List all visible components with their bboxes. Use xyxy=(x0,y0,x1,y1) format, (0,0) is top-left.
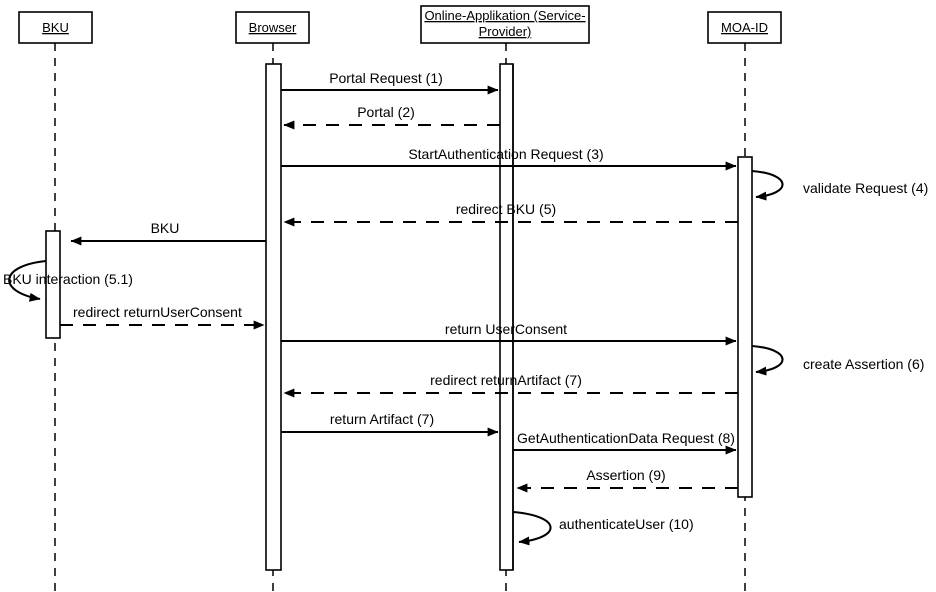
message-label-return-artifact: return Artifact (7) xyxy=(330,411,434,427)
participant-header-browser[interactable]: Browser xyxy=(235,11,310,44)
participant-label-online-applikation-line2: Provider) xyxy=(479,24,532,39)
message-bku-interaction[interactable]: BKU interaction (5.1) xyxy=(3,259,133,302)
message-portal[interactable]: Portal (2) xyxy=(283,104,500,130)
message-label-validate-request: validate Request (4) xyxy=(803,180,928,196)
participant-box-moaid[interactable] xyxy=(707,11,782,44)
activation-bar-bku xyxy=(45,230,61,339)
message-redirect-bku[interactable]: redirect BKU (5) xyxy=(283,201,738,227)
message-return-userconsent[interactable]: return UserConsent xyxy=(281,321,737,346)
message-selfloop-authenticateuser[interactable] xyxy=(512,510,552,546)
message-label-create-assertion: create Assertion (6) xyxy=(803,356,924,372)
message-label-assertion: Assertion (9) xyxy=(586,467,665,483)
participant-box-bku[interactable] xyxy=(18,11,93,44)
message-label-bku-interaction: BKU interaction (5.1) xyxy=(3,271,133,287)
message-label-return-userconsent: return UserConsent xyxy=(445,321,567,337)
participant-header-online-applikation[interactable]: Online-Applikation (Service- Provider) xyxy=(420,5,590,44)
participant-header-bku[interactable]: BKU xyxy=(18,11,93,44)
message-startauthentication-request[interactable]: StartAuthentication Request (3) xyxy=(281,146,737,171)
message-selfloop-create-assertion[interactable] xyxy=(751,344,784,376)
message-label-startauthentication-request: StartAuthentication Request (3) xyxy=(408,146,603,162)
message-portal-request[interactable]: Portal Request (1) xyxy=(281,70,499,95)
message-label-authenticateuser: authenticateUser (10) xyxy=(559,516,694,532)
participant-box-online-applikation[interactable] xyxy=(420,5,590,44)
message-validate-request[interactable]: validate Request (4) xyxy=(751,169,928,201)
participant-label-moaid: MOA-ID xyxy=(721,20,768,35)
message-redirect-returnartifact[interactable]: redirect returnArtifact (7) xyxy=(283,372,738,398)
message-authenticateuser[interactable]: authenticateUser (10) xyxy=(512,510,694,546)
activation-bar-browser xyxy=(265,63,282,571)
message-label-redirect-returnartifact: redirect returnArtifact (7) xyxy=(430,372,582,388)
message-label-redirect-bku: redirect BKU (5) xyxy=(456,201,556,217)
message-return-artifact[interactable]: return Artifact (7) xyxy=(281,411,499,437)
message-bku[interactable]: BKU xyxy=(70,220,266,246)
activation-bar-moaid xyxy=(737,156,753,498)
message-label-bku: BKU xyxy=(151,220,180,236)
message-getauthenticationdata-request[interactable]: GetAuthenticationData Request (8) xyxy=(513,430,737,455)
message-selfloop-validate-request[interactable] xyxy=(751,169,784,201)
message-create-assertion[interactable]: create Assertion (6) xyxy=(751,344,924,376)
message-label-portal-request: Portal Request (1) xyxy=(329,70,443,86)
message-redirect-returnuserconsent[interactable]: redirect returnUserConsent xyxy=(60,304,265,330)
participant-label-online-applikation-line1: Online-Applikation (Service- xyxy=(424,8,585,23)
message-label-redirect-returnuserconsent: redirect returnUserConsent xyxy=(73,304,242,320)
participant-label-browser: Browser xyxy=(249,20,297,35)
participant-label-bku: BKU xyxy=(42,20,69,35)
participant-box-browser[interactable] xyxy=(235,11,310,44)
activation-bars xyxy=(45,63,753,571)
participant-header-moaid[interactable]: MOA-ID xyxy=(707,11,782,44)
message-selfloop-bku-interaction[interactable] xyxy=(8,259,47,302)
message-label-getauthenticationdata-request: GetAuthenticationData Request (8) xyxy=(517,430,735,446)
activation-bar-online-applikation xyxy=(499,63,514,571)
message-label-portal: Portal (2) xyxy=(357,104,415,120)
message-assertion[interactable]: Assertion (9) xyxy=(516,467,738,493)
